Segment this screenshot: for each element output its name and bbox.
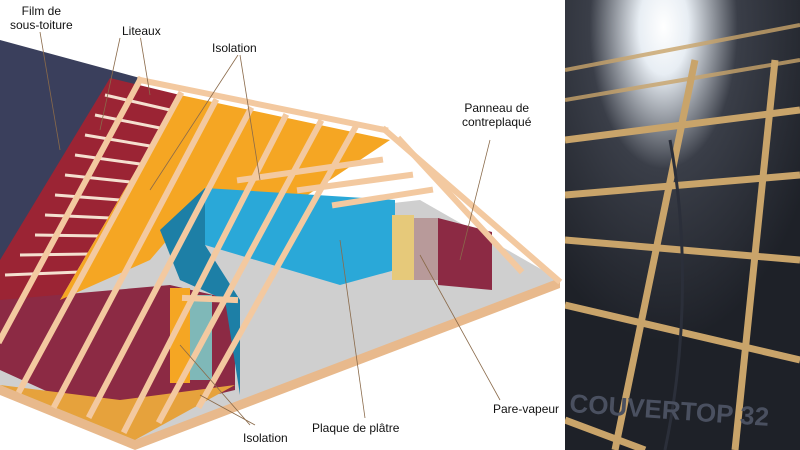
- roof-diagram: [0, 31, 563, 450]
- label-liteaux: Liteaux: [122, 24, 161, 38]
- rafters: [0, 75, 563, 435]
- label-isolation-bottom: Isolation: [243, 431, 288, 445]
- label-line: sous-toiture: [10, 18, 73, 32]
- plasterboard: [205, 188, 395, 285]
- label-line: contreplaqué: [462, 115, 532, 129]
- battens: [0, 78, 180, 300]
- plywood-panel: [438, 218, 492, 290]
- label-line: Film de: [21, 4, 62, 18]
- label-line: Panneau de: [464, 101, 530, 115]
- end-insulation: [392, 215, 414, 280]
- vapour-barrier: [414, 218, 438, 280]
- label-plaque-de-platre: Plaque de plâtre: [312, 421, 400, 435]
- label-pare-vapeur: Pare-vapeur: [493, 402, 560, 416]
- label-panneau-de-contreplaque: Panneau de contreplaqué: [462, 101, 532, 129]
- label-film-de-sous-toiture: Film de sous-toiture: [10, 4, 73, 32]
- leader-lines: [39, 31, 501, 426]
- label-isolation-top: Isolation: [212, 41, 257, 55]
- roof-battens-photo: COUVERTOP 32: [565, 0, 800, 450]
- side-vapour: [190, 295, 212, 380]
